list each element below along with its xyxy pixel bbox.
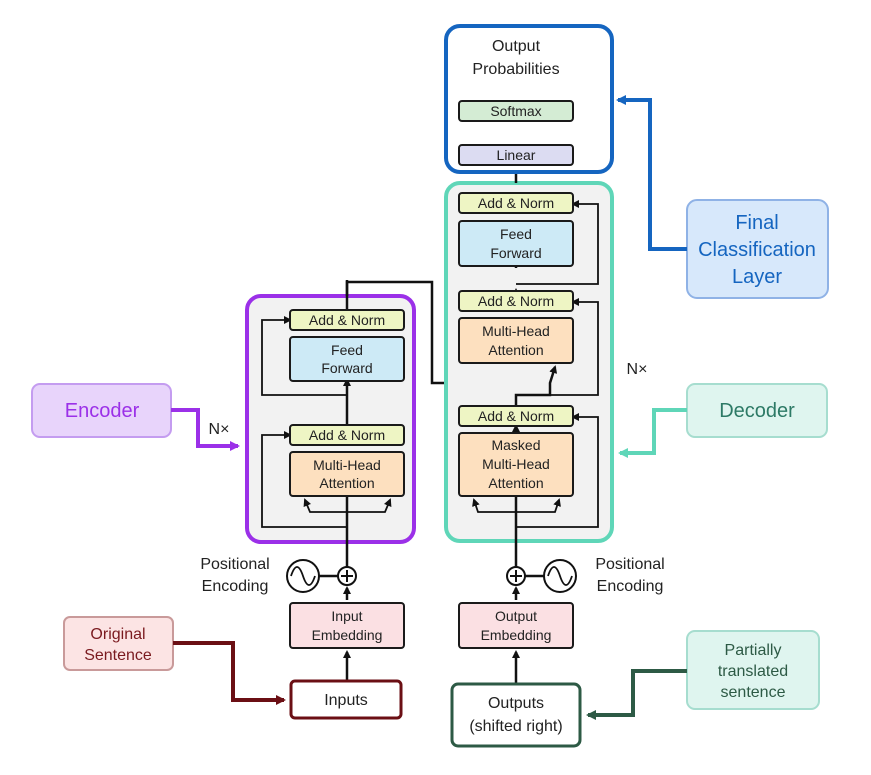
encoder-ff-line2: Forward — [321, 360, 372, 376]
linear-block — [458, 144, 574, 166]
inputs-label: Inputs — [324, 692, 368, 709]
input-pos-line2: Encoding — [202, 578, 269, 595]
decoder-add-norm-top-label: Add & Norm — [478, 195, 554, 211]
encoder-add-norm-top — [289, 309, 405, 331]
decoder-add-norm-bottom-label: Add & Norm — [478, 408, 554, 424]
outputs-line2: (shifted right) — [469, 718, 562, 735]
output-pos-line2: Encoding — [597, 578, 664, 595]
encoder-multi-head-attention — [289, 451, 405, 497]
decoder-ff-line1: Feed — [500, 226, 532, 242]
final-callout-line2: Classification — [698, 239, 816, 261]
classifier-container — [444, 24, 614, 174]
decoder-mha-line2: Attention — [488, 342, 543, 358]
final-callout-arrow — [616, 95, 687, 251]
softmax-label: Softmax — [490, 103, 541, 119]
partial-callout-arrow — [586, 669, 687, 720]
input-embedding-block — [289, 602, 405, 649]
original-callout-line1: Original — [90, 626, 145, 643]
decoder-repeat-label: N× — [627, 361, 648, 378]
inputs-block — [289, 679, 403, 720]
decoder-feed-forward — [458, 220, 574, 267]
encoder-container — [245, 294, 416, 544]
input-embedding-line2: Embedding — [312, 627, 383, 643]
decoder-callout-arrow — [618, 408, 687, 458]
linear-label: Linear — [497, 147, 536, 163]
decoder-masked-attention — [458, 432, 574, 497]
decoder-callout-label: Decoder — [719, 400, 795, 422]
output-embedding-line2: Embedding — [481, 627, 552, 643]
original-callout-line2: Sentence — [84, 647, 152, 664]
softmax-block — [458, 100, 574, 122]
decoder-masked-line1: Masked — [491, 437, 540, 453]
decoder-multi-head-attention — [458, 317, 574, 364]
decoder-add-norm-mid-label: Add & Norm — [478, 293, 554, 309]
encoder-feed-forward — [289, 336, 405, 382]
encoder-add-norm-top-label: Add & Norm — [309, 312, 385, 328]
final-callout-line1: Final — [735, 212, 778, 234]
outputs-block — [450, 682, 582, 748]
input-positional-encoding: Positional Encoding — [200, 556, 357, 595]
output-probabilities-line1: Output — [492, 38, 541, 55]
outputs-line1: Outputs — [488, 695, 544, 712]
output-embedding-block — [458, 602, 574, 649]
output-pos-line1: Positional — [595, 556, 664, 573]
decoder-ff-line2: Forward — [490, 245, 541, 261]
decoder-add-norm-top — [458, 192, 574, 214]
decoder-add-norm-bottom — [458, 405, 574, 427]
encoder-callout-arrow — [171, 408, 240, 451]
decoder-masked-line3: Attention — [488, 475, 543, 491]
decoder-masked-line2: Multi-Head — [482, 456, 550, 472]
partial-callout-line1: Partially — [725, 642, 782, 659]
encoder-ff-line1: Feed — [331, 342, 363, 358]
partial-callout-line2: translated — [718, 663, 788, 680]
decoder-add-norm-mid — [458, 290, 574, 312]
encoder-mha-line2: Attention — [319, 475, 374, 491]
original-callout-arrow — [173, 641, 286, 705]
output-positional-encoding: Positional Encoding — [506, 556, 665, 595]
decoder-mha-line1: Multi-Head — [482, 323, 550, 339]
encoder-add-norm-bottom — [289, 424, 405, 446]
encoder-callout-label: Encoder — [65, 400, 140, 422]
final-callout-line3: Layer — [732, 266, 782, 288]
output-embedding-line1: Output — [495, 608, 537, 624]
partial-callout-line3: sentence — [721, 684, 786, 701]
encoder-repeat-label: N× — [209, 421, 230, 438]
output-probabilities-line2: Probabilities — [472, 61, 559, 78]
encoder-add-norm-bottom-label: Add & Norm — [309, 427, 385, 443]
encoder-mha-line1: Multi-Head — [313, 457, 381, 473]
input-embedding-line1: Input — [331, 608, 362, 624]
input-pos-line1: Positional — [200, 556, 269, 573]
